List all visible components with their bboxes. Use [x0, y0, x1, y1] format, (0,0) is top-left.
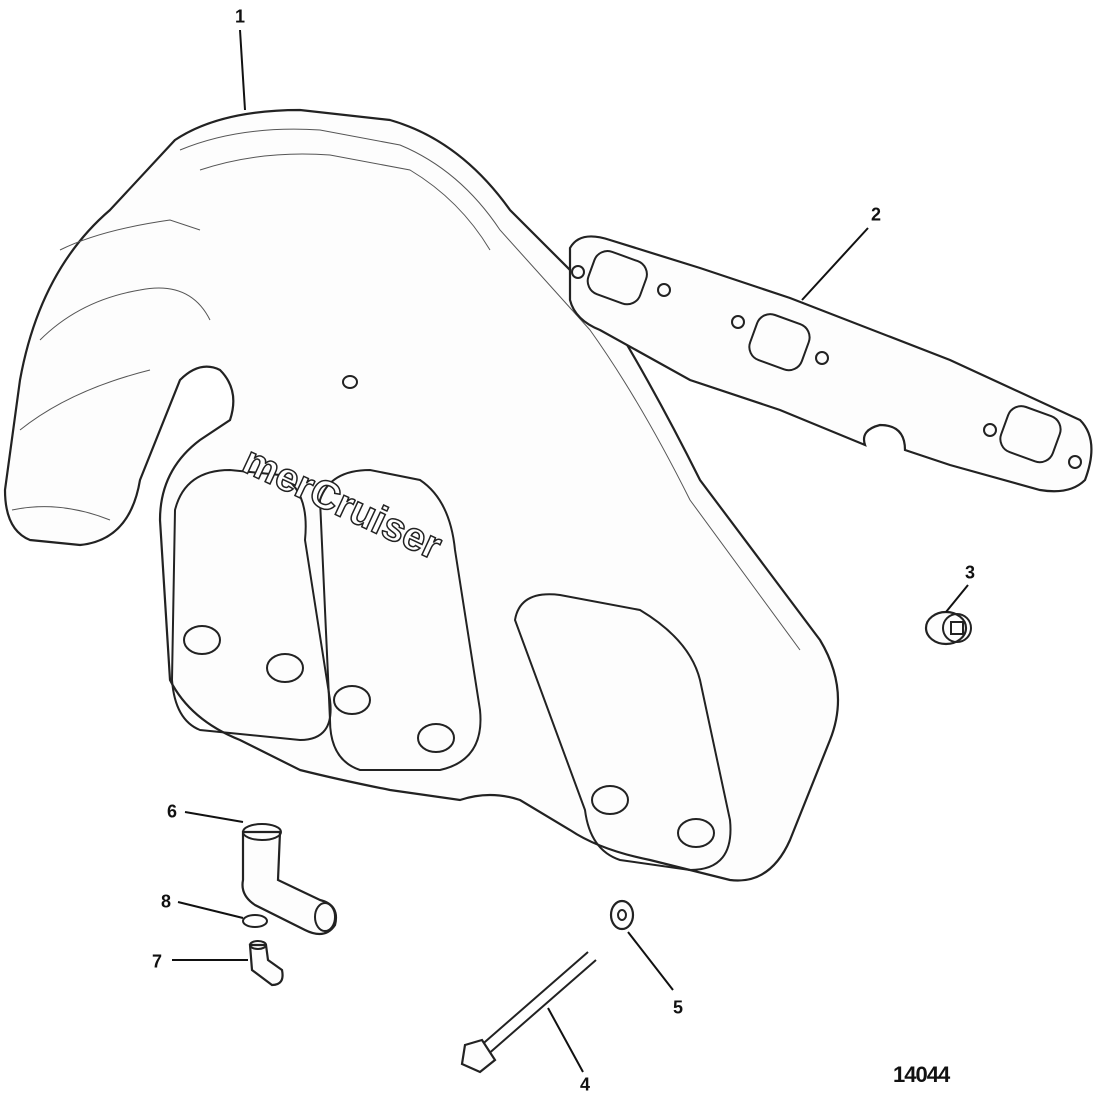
gasket: [568, 235, 1093, 493]
callout-2: 2: [870, 204, 882, 225]
callout-5: 5: [672, 997, 684, 1018]
plug: [924, 610, 972, 646]
callout-3: 3: [964, 562, 976, 583]
exhaust-manifold: merCruiser: [3, 108, 840, 882]
figure-number: 14044: [893, 1062, 950, 1087]
callout-4: 4: [579, 1074, 591, 1095]
callout-8: 8: [160, 891, 172, 912]
bolt: [460, 951, 597, 1074]
elbow-fitting: [241, 823, 338, 936]
washer: [609, 899, 635, 931]
drain-fitting: [248, 940, 284, 987]
leader-lines: [172, 29, 969, 1073]
callout-6: 6: [166, 801, 178, 822]
callout-1: 1: [234, 6, 246, 27]
callout-7: 7: [151, 951, 163, 972]
o-ring: [242, 914, 268, 928]
